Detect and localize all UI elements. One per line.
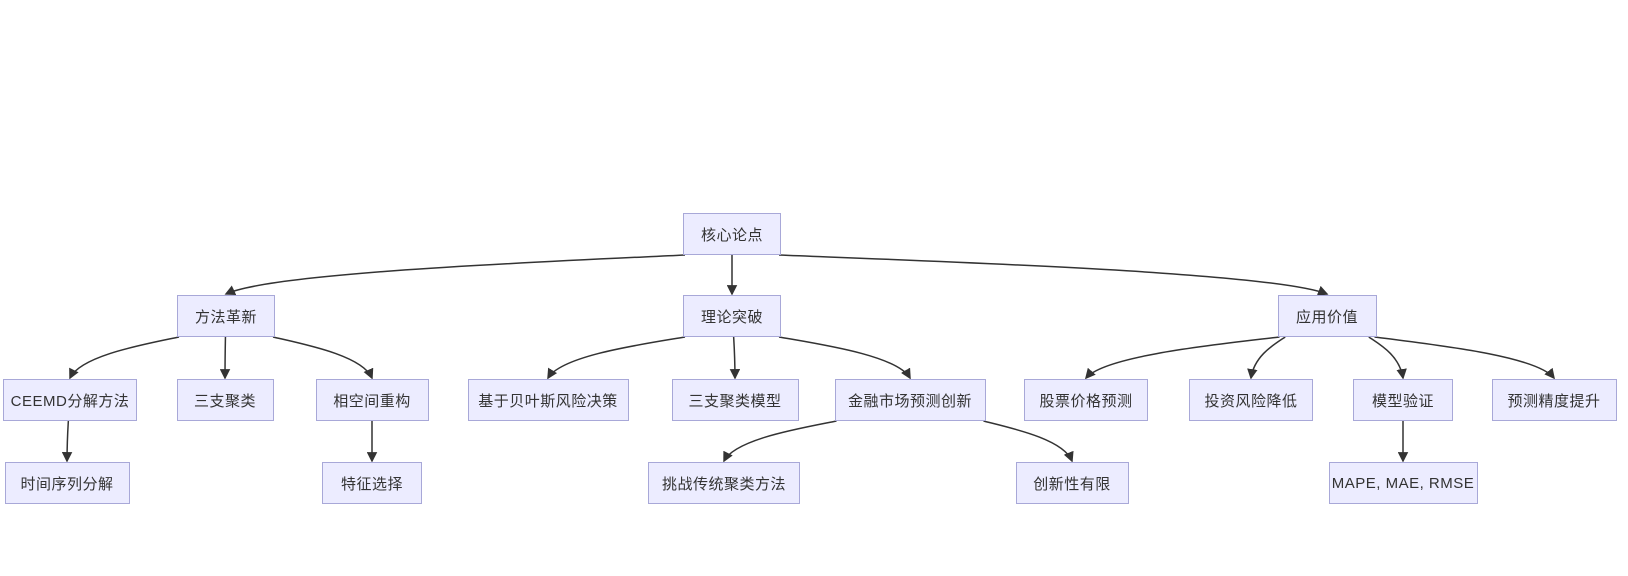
edge-finance-to-limited bbox=[983, 420, 1074, 463]
node-three-way: 三支聚类 bbox=[176, 379, 274, 421]
node-three-way-model: 三支聚类模型 bbox=[671, 379, 799, 421]
node-feature: 特征选择 bbox=[322, 462, 422, 504]
edge-core-to-method bbox=[224, 254, 686, 295]
node-challenge: 挑战传统聚类方法 bbox=[648, 462, 800, 504]
node-theory: 理论突破 bbox=[683, 295, 781, 337]
node-phase-space: 相空间重构 bbox=[315, 379, 429, 421]
edge-finance-to-challenge bbox=[723, 420, 837, 463]
edge-application-to-stock bbox=[1084, 336, 1280, 380]
edge-group bbox=[61, 254, 1555, 463]
node-application: 应用价值 bbox=[1277, 295, 1377, 337]
node-stock: 股票价格预测 bbox=[1024, 379, 1148, 421]
edge-theory-to-bayes bbox=[547, 336, 686, 380]
node-risk: 投资风险降低 bbox=[1189, 379, 1313, 421]
node-accuracy: 预测精度提升 bbox=[1491, 379, 1617, 421]
edge-method-to-phase-space bbox=[272, 336, 374, 380]
edge-method-to-ceemd bbox=[69, 336, 180, 380]
edge-application-to-validation bbox=[1368, 336, 1407, 380]
edge-core-to-application bbox=[778, 254, 1329, 296]
node-method: 方法革新 bbox=[177, 295, 275, 337]
node-finance: 金融市场预测创新 bbox=[834, 379, 986, 421]
node-limited: 创新性有限 bbox=[1015, 462, 1129, 504]
edge-theory-to-finance bbox=[778, 336, 911, 380]
edge-ceemd-to-timeseries bbox=[61, 420, 73, 463]
node-ceemd: CEEMD分解方法 bbox=[3, 379, 137, 421]
edge-application-to-risk bbox=[1247, 336, 1286, 380]
node-bayes: 基于贝叶斯风险决策 bbox=[467, 379, 629, 421]
edge-application-to-accuracy bbox=[1374, 336, 1555, 380]
node-validation: 模型验证 bbox=[1353, 379, 1453, 421]
node-timeseries: 时间序列分解 bbox=[4, 462, 130, 504]
node-core: 核心论点 bbox=[683, 213, 781, 255]
edge-theory-to-three-way-model bbox=[729, 336, 741, 380]
node-metrics: MAPE, MAE, RMSE bbox=[1328, 462, 1478, 504]
